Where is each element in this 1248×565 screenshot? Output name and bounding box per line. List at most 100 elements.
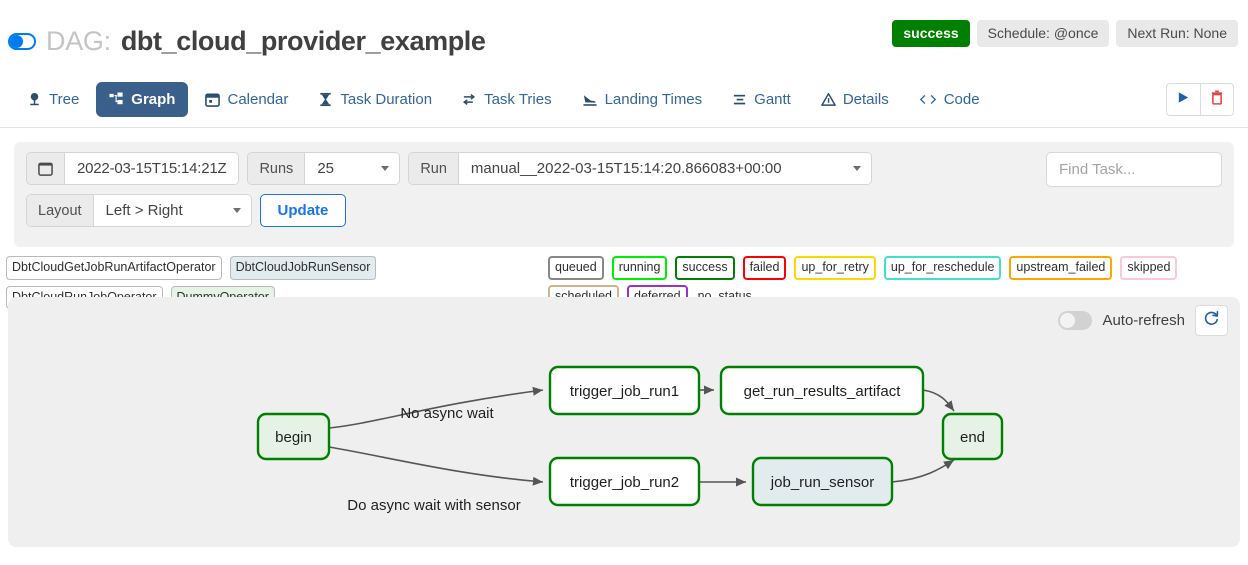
landing-icon bbox=[582, 92, 598, 107]
calendar-icon[interactable] bbox=[27, 153, 65, 184]
play-icon bbox=[1177, 91, 1190, 109]
tab-label: Task Tries bbox=[484, 91, 552, 108]
tab-label: Details bbox=[842, 91, 889, 108]
update-button[interactable]: Update bbox=[259, 194, 347, 227]
dag-pause-toggle[interactable] bbox=[8, 33, 36, 50]
retry-icon bbox=[462, 92, 477, 107]
edge-artifact-end bbox=[922, 389, 955, 412]
num-runs-value: 25 bbox=[317, 160, 334, 177]
state-chip-failed: failed bbox=[742, 256, 787, 280]
status-badge: success bbox=[892, 20, 970, 47]
graph-icon bbox=[109, 92, 124, 107]
dag-action-buttons bbox=[1166, 83, 1234, 116]
layout-select[interactable]: Left > Right bbox=[93, 195, 251, 226]
state-chip-running: running bbox=[611, 256, 668, 280]
tab-label: Code bbox=[943, 91, 980, 108]
tab-gantt[interactable]: Gantt bbox=[719, 82, 804, 117]
layout-group[interactable]: Layout Left > Right bbox=[26, 194, 252, 227]
node-get_run_results_artifact[interactable]: get_run_results_artifact bbox=[719, 365, 925, 416]
node-label: trigger_job_run1 bbox=[570, 383, 679, 400]
run-select-group[interactable]: Run manual__2022-03-15T15:14:20.866083+0… bbox=[408, 152, 872, 185]
dag-graph-canvas[interactable]: Auto-refresh No async wait bbox=[8, 297, 1240, 547]
run-label: Run bbox=[409, 153, 459, 184]
layout-value: Left > Right bbox=[105, 202, 183, 219]
node-trigger_job_run2[interactable]: trigger_job_run2 bbox=[548, 456, 701, 507]
edge-begin-trigger_job_run1 bbox=[328, 386, 544, 429]
gantt-icon bbox=[732, 92, 747, 107]
run-select[interactable]: manual__2022-03-15T15:14:20.866083+00:00 bbox=[458, 153, 871, 184]
dag-view-tabs: Tree Graph Calendar Task Duration Task T… bbox=[0, 72, 1248, 128]
tab-graph[interactable]: Graph bbox=[96, 82, 189, 117]
layout-label: Layout bbox=[27, 195, 94, 226]
tab-label: Gantt bbox=[754, 91, 791, 108]
schedule-badge: Schedule: @once bbox=[976, 20, 1110, 47]
node-job_run_sensor[interactable]: job_run_sensor bbox=[751, 456, 894, 507]
tab-label: Graph bbox=[131, 91, 176, 108]
refresh-button[interactable] bbox=[1195, 305, 1228, 336]
next-run-badge: Next Run: None bbox=[1116, 20, 1238, 47]
tab-label: Landing Times bbox=[604, 91, 703, 108]
find-task-input[interactable]: Find Task... bbox=[1046, 152, 1222, 187]
node-label: end bbox=[960, 429, 985, 446]
state-chip-up-for-retry: up_for_retry bbox=[794, 256, 876, 280]
hourglass-icon bbox=[318, 92, 333, 107]
state-legend: queued running success failed up_for_ret… bbox=[548, 256, 1242, 308]
tab-calendar[interactable]: Calendar bbox=[192, 82, 301, 117]
edge-sensor-end bbox=[891, 459, 955, 483]
dag-name: dbt_cloud_provider_example bbox=[120, 26, 486, 56]
node-label: begin bbox=[275, 429, 312, 446]
graph-legend: DbtCloudGetJobRunArtifactOperator DbtClo… bbox=[0, 247, 1248, 309]
state-chip-up-for-reschedule: up_for_reschedule bbox=[883, 256, 1002, 280]
node-label: trigger_job_run2 bbox=[570, 474, 679, 491]
execution-date-group[interactable]: 2022-03-15T15:14:21Z bbox=[26, 152, 240, 185]
dag-graph-svg[interactable]: No async wait Do async wait with sensor … bbox=[8, 297, 1240, 547]
chevron-down-icon bbox=[381, 166, 390, 171]
tab-task-tries[interactable]: Task Tries bbox=[449, 82, 565, 117]
tab-details[interactable]: Details bbox=[808, 82, 902, 117]
node-label: job_run_sensor bbox=[770, 474, 874, 491]
execution-date-input[interactable]: 2022-03-15T15:14:21Z bbox=[65, 153, 239, 184]
node-begin[interactable]: begin bbox=[256, 412, 331, 461]
auto-refresh-toggle[interactable] bbox=[1058, 311, 1093, 330]
triangle-info-icon bbox=[821, 92, 836, 107]
num-runs-group[interactable]: Runs 25 bbox=[247, 152, 401, 185]
calendar-icon bbox=[205, 92, 221, 107]
dag-header: DAG: dbt_cloud_provider_example success … bbox=[0, 0, 1248, 72]
tab-label: Task Duration bbox=[340, 91, 433, 108]
delete-dag-button[interactable] bbox=[1200, 83, 1234, 116]
state-chip-upstream-failed: upstream_failed bbox=[1009, 256, 1113, 280]
auto-refresh-label: Auto-refresh bbox=[1102, 312, 1185, 329]
runs-label: Runs bbox=[248, 153, 306, 184]
node-trigger_job_run1[interactable]: trigger_job_run1 bbox=[548, 365, 701, 416]
chevron-down-icon bbox=[852, 166, 861, 171]
trash-icon bbox=[1210, 90, 1224, 110]
dag-title: DAG: dbt_cloud_provider_example bbox=[8, 26, 486, 57]
tab-label: Calendar bbox=[227, 91, 289, 108]
trigger-dag-button[interactable] bbox=[1166, 83, 1200, 116]
num-runs-select[interactable]: 25 bbox=[305, 153, 400, 184]
run-value: manual__2022-03-15T15:14:20.866083+00:00 bbox=[470, 160, 782, 177]
tree-icon bbox=[27, 92, 42, 107]
chevron-down-icon bbox=[232, 208, 241, 213]
tab-code[interactable]: Code bbox=[906, 82, 993, 117]
dag-status-badges: success Schedule: @once Next Run: None bbox=[892, 20, 1238, 47]
tab-landing-times[interactable]: Landing Times bbox=[569, 82, 716, 117]
graph-toolbar: Auto-refresh bbox=[1058, 305, 1228, 336]
state-chip-skipped: skipped bbox=[1120, 256, 1178, 280]
operator-chip: DbtCloudGetJobRunArtifactOperator bbox=[6, 256, 222, 280]
edge-label-no-async-wait: No async wait bbox=[400, 405, 494, 422]
edge-label-do-async-wait: Do async wait with sensor bbox=[347, 497, 520, 514]
node-label: get_run_results_artifact bbox=[744, 383, 902, 400]
tab-label: Tree bbox=[49, 91, 80, 108]
state-chip-queued: queued bbox=[548, 256, 604, 280]
tab-task-duration[interactable]: Task Duration bbox=[305, 82, 445, 117]
code-icon bbox=[919, 92, 937, 107]
graph-edges bbox=[328, 385, 955, 487]
dag-run-filter-panel: 2022-03-15T15:14:21Z Runs 25 Run manual_… bbox=[14, 142, 1234, 247]
edge-begin-trigger_job_run2 bbox=[328, 446, 544, 486]
node-end[interactable]: end bbox=[941, 412, 1004, 461]
dag-label: DAG: bbox=[46, 26, 111, 56]
refresh-icon bbox=[1203, 310, 1220, 332]
state-chip-success: success bbox=[675, 256, 735, 280]
tab-tree[interactable]: Tree bbox=[14, 82, 92, 117]
